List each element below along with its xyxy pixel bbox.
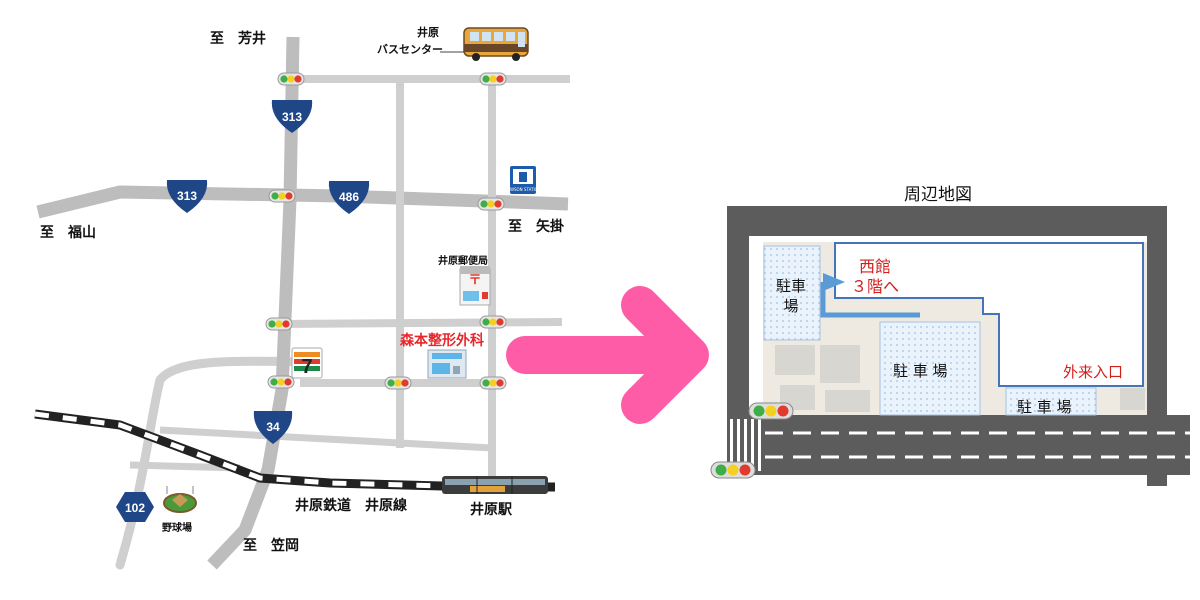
direction-north-label: 至 芳井 [210, 31, 266, 47]
svg-text:313: 313 [177, 189, 197, 203]
svg-text:313: 313 [282, 110, 302, 124]
route-34-shield: 34 [253, 411, 293, 444]
ballpark-icon [163, 486, 197, 513]
direction-east-label: 至 矢掛 [508, 219, 564, 235]
direction-west-label: 至 福山 [40, 225, 96, 241]
svg-text:LAWSON STATION: LAWSON STATION [505, 187, 541, 192]
svg-text:486: 486 [339, 190, 359, 204]
post-office-icon: 〒 [459, 266, 491, 306]
route-313-north-shield: 313 [271, 100, 313, 133]
clinic-label: 森本整形外科 [400, 333, 484, 349]
post-office-label: 井原郵便局 [438, 256, 488, 267]
station-label: 井原駅 [470, 502, 512, 518]
bus-center-label-line1: 井原 [417, 26, 439, 39]
outpatient-entrance-label: 外来入口 [1063, 363, 1124, 381]
seven-eleven-icon: 7 [291, 347, 323, 379]
detail-map [710, 206, 1190, 486]
route-486-shield: 486 [328, 181, 370, 214]
railway-label: 井原鉄道 井原線 [295, 498, 407, 514]
parking-left-label: 駐車 場 [776, 277, 807, 315]
pink-direction-arrow [506, 286, 709, 424]
parking-right-label: 駐 車 場 [1017, 398, 1072, 416]
route-313-west-shield: 313 [166, 180, 208, 213]
bus-icon [440, 27, 529, 61]
lawson-station-icon: LAWSON STATION [505, 166, 541, 194]
clinic-building-icon [427, 349, 467, 379]
svg-text:〒: 〒 [468, 273, 481, 288]
bus-center-label-line2: バスセンター [377, 43, 443, 56]
direction-south-label: 至 笠岡 [243, 538, 299, 554]
parking-center-label: 駐 車 場 [893, 362, 948, 380]
route-102-shield: 102 [116, 492, 154, 522]
ballpark-label: 野球場 [162, 523, 192, 534]
west-building-label: 西館 ３階へ [851, 257, 900, 296]
svg-text:7: 7 [301, 356, 312, 378]
detail-map-title: 周辺地図 [904, 185, 972, 205]
train-icon [442, 476, 548, 494]
svg-text:102: 102 [125, 501, 145, 515]
svg-text:34: 34 [266, 420, 280, 434]
